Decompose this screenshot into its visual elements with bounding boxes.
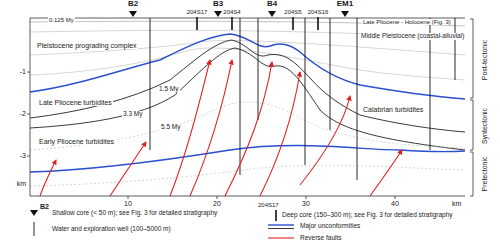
horizon-3-3 [30, 40, 465, 132]
tick [128, 196, 129, 199]
unconformity [30, 34, 465, 99]
well [240, 18, 241, 175]
fault [260, 72, 300, 196]
unit-label: Pleistocene prograding complex [36, 42, 138, 49]
bracket [470, 19, 473, 98]
bracket [470, 152, 473, 196]
axis-label: 10 [124, 200, 132, 207]
deep-core [317, 17, 319, 30]
well [455, 18, 456, 80]
legend-text: Deep core (150–300 m); see Fig. 3 for de… [282, 212, 453, 219]
well [305, 18, 306, 165]
horizon [30, 165, 465, 186]
legend-text: Major unconformities [300, 223, 360, 230]
bracket [470, 100, 473, 150]
phase-label: Pretectonic [481, 156, 488, 191]
legend-symbol-label: 204S17 [258, 202, 279, 208]
axis [30, 18, 465, 196]
deep-core [196, 17, 198, 30]
legend-text: Shallow core (< 50 m); see Fig. 3 for de… [52, 210, 217, 217]
unit-label: Late Pliocene turbidites [38, 99, 113, 106]
unconformity [30, 146, 465, 172]
age-label: 5.5 My [160, 124, 182, 131]
horizon-5-5 [30, 48, 465, 150]
legend-unconformity [268, 224, 294, 225]
fault [370, 150, 402, 196]
axis-label: 20 [213, 200, 221, 207]
shallow-core [214, 11, 222, 17]
deep-core [231, 17, 233, 30]
well [150, 18, 151, 150]
core-name: 204S4 [222, 9, 241, 15]
deep-core [292, 17, 294, 30]
well [258, 18, 259, 120]
well-name: B4 [267, 0, 277, 8]
fault [300, 96, 350, 185]
shallow-core [341, 11, 349, 17]
core-name: 204S16 [307, 9, 330, 15]
unit-label: Late Pliocene - Holocene (Fig. 3) [362, 19, 452, 25]
shallow-core [129, 11, 137, 17]
age-label: 0.125 My [48, 17, 75, 23]
tick [27, 114, 30, 115]
axis-unit: km [452, 200, 461, 207]
phase-label: Post-tectonic [481, 40, 488, 80]
horizon [30, 102, 465, 150]
legend-horizon [268, 228, 294, 229]
well [330, 18, 331, 130]
fault [225, 62, 272, 196]
legend-shallow-core [30, 210, 38, 216]
tick [306, 196, 307, 199]
axis-label: 40 [391, 200, 399, 207]
age-label: 1.5 My [158, 86, 180, 93]
well-name: B2 [128, 0, 138, 8]
legend-text: Reverse faults [300, 235, 342, 242]
legend-text: Water and exploration well (100–5000 m) [52, 226, 171, 233]
unit-label: Middle Pleistocene (coastal-alluvial) [360, 33, 465, 40]
axis-label: -2 [20, 110, 26, 117]
tick [217, 196, 218, 199]
tick [27, 72, 30, 73]
well-name: B3 [213, 0, 223, 8]
legend-fault [268, 237, 294, 238]
axis-label: -1 [20, 68, 26, 75]
phase-label: Syntectonic [481, 108, 488, 144]
fault [40, 160, 56, 196]
axis-label: 30 [302, 200, 310, 207]
axis-unit: km [17, 180, 26, 187]
core-name: 204S5 [283, 9, 302, 15]
legend-well [34, 222, 35, 236]
fault [190, 60, 232, 196]
fault [110, 142, 146, 196]
core-name: 204S17 [186, 9, 209, 15]
well-name: EM1 [337, 0, 353, 8]
axis-label: -3 [20, 152, 26, 159]
age-label: 3.3 My [122, 111, 144, 118]
legend-symbol-label: B2 [40, 203, 49, 210]
shallow-core [268, 11, 276, 17]
well [357, 18, 358, 180]
tick [395, 196, 396, 199]
unit-label: Calabrian turbidites [362, 106, 424, 113]
unit-label: Early Pliocene turbidites [38, 138, 115, 145]
tick [27, 156, 30, 157]
legend-deep-core [275, 210, 277, 221]
